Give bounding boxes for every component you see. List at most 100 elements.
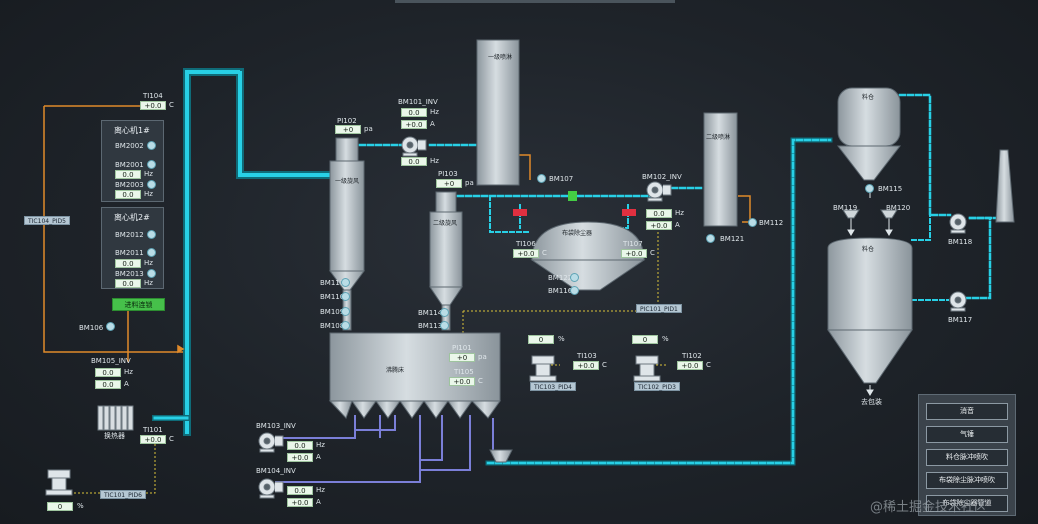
bm2003-indicator[interactable] [147,180,156,189]
controller-tic101 [45,469,73,496]
tic101-tag[interactable]: TIC101_PID6 [100,490,146,499]
pi103-label: PI103 [438,170,458,178]
bm2011-indicator[interactable] [147,248,156,257]
bm110-indicator[interactable] [341,292,350,301]
bm2013-indicator[interactable] [147,269,156,278]
fan-bm101 [401,136,427,157]
tic104-tag[interactable]: TIC104_PID5 [24,216,70,225]
bm103-inv-label: BM103_INV [256,422,296,430]
chimney [995,149,1015,223]
fan-bm117 [949,291,967,312]
unit-c: C [602,361,607,369]
bm120-label: BM120 [886,204,911,212]
bm115-indicator[interactable] [865,184,874,193]
bm111-indicator[interactable] [341,278,350,287]
bm2001-indicator[interactable] [147,160,156,169]
unit-hz: Hz [316,441,325,449]
unit-hz: Hz [144,170,153,178]
ti104-value: +0.0 [140,101,166,110]
mute-button[interactable]: 消音 [926,403,1008,420]
tic102-output-value: 0 [632,335,658,344]
bm2002-label: BM2002 [115,142,144,150]
bm106-label: BM106 [79,324,104,332]
bm112-indicator[interactable] [748,218,757,227]
pi102-label: PI102 [337,117,357,125]
bm113-indicator[interactable] [440,321,449,330]
bm112-label: BM112 [759,219,784,227]
watermark: @稀土掘金技术社区 [870,500,988,515]
ti103-value: +0.0 [573,361,599,370]
air-hammer-button[interactable]: 气锤 [926,426,1008,443]
tower-1 [476,39,520,186]
bm2002-indicator[interactable] [147,141,156,150]
tic103-tag[interactable]: TIC103_PID4 [530,382,576,391]
tic103-output-value: 0 [528,335,554,344]
unit-hz: Hz [675,209,684,217]
bm118-label: BM118 [948,238,973,246]
ti106-label: TI106 [516,240,536,248]
pic101-tag[interactable]: PIC101_PID1 [636,304,682,313]
bm110-label: BM110 [320,293,345,301]
bm115-label: BM115 [878,185,903,193]
unit-hz: Hz [124,368,133,376]
unit-a: A [675,221,680,229]
bm2011-label: BM2011 [115,249,144,257]
bag-filter [530,221,646,291]
bm122-indicator[interactable] [570,273,579,282]
bm2001-label: BM2001 [115,161,144,169]
bm108-indicator[interactable] [341,321,350,330]
silo-top [836,87,902,181]
bm117-label: BM117 [948,316,973,324]
tic101-output-value: 0 [47,502,73,511]
bm2013-label: BM2013 [115,270,144,278]
bm105-a-value: 0.0 [95,380,121,389]
ti107-label: TI107 [623,240,643,248]
bm102-a-value: +0.0 [646,221,672,230]
unit-a: A [316,498,321,506]
ti105-label: TI105 [454,368,474,376]
bm114-label: BM114 [418,309,443,317]
bm2013-hz-value: 0.0 [115,279,141,288]
bm105-hz-value: 0.0 [95,368,121,377]
tic102-tag[interactable]: TIC102_PID3 [634,382,680,391]
pi101-value: +0 [449,353,475,362]
bm101-hz-value-2: 0.0 [401,157,427,166]
bm2012-indicator[interactable] [147,230,156,239]
centrifuge-2-title: 离心机2# [114,213,150,222]
bm2012-label: BM2012 [115,231,144,239]
bm114-indicator[interactable] [440,308,449,317]
bm2003-hz-value: 0.0 [115,190,141,199]
unit-c: C [542,249,547,257]
bm2003-label: BM2003 [115,181,144,189]
unit-c: C [650,249,655,257]
bm109-indicator[interactable] [341,307,350,316]
bm107-label: BM107 [549,175,574,183]
ti105-value: +0.0 [449,377,475,386]
bm2001-hz-value: 0.0 [115,170,141,179]
unit-pa: pa [364,125,373,133]
unit-hz: Hz [430,157,439,165]
controller-tic102 [633,355,661,382]
bm108-label: BM108 [320,322,345,330]
tower-2-label: 二级喷淋 [706,134,731,141]
bm121-indicator[interactable] [706,234,715,243]
controller-tic103 [529,355,557,382]
feed-interlock-button[interactable]: 进料连锁 [112,298,165,311]
bag-filter-pipe-button[interactable]: 布袋除尘器管道 [926,495,1008,512]
bag-filter-pulse-blow-button[interactable]: 布袋除尘脉冲喷吹 [926,472,1008,489]
fluid-bed-label: 沸腾床 [386,367,405,374]
bm107-indicator[interactable] [537,174,546,183]
unit-pa: pa [478,353,487,361]
bm106-indicator[interactable] [106,322,115,331]
unit-hz: Hz [430,108,439,116]
hopper-bm120 [880,209,898,219]
control-menu-panel: 消音 气锤 料仓脉冲喷吹 布袋除尘脉冲喷吹 布袋除尘器管道 [918,394,1016,516]
unit-hz: Hz [144,190,153,198]
valve-main [568,191,577,201]
fan-air-lines [275,415,494,483]
centrifuge-1-title: 离心机1# [114,126,150,135]
bm116-indicator[interactable] [570,286,579,295]
silo-pulse-blow-button[interactable]: 料仓脉冲喷吹 [926,449,1008,466]
